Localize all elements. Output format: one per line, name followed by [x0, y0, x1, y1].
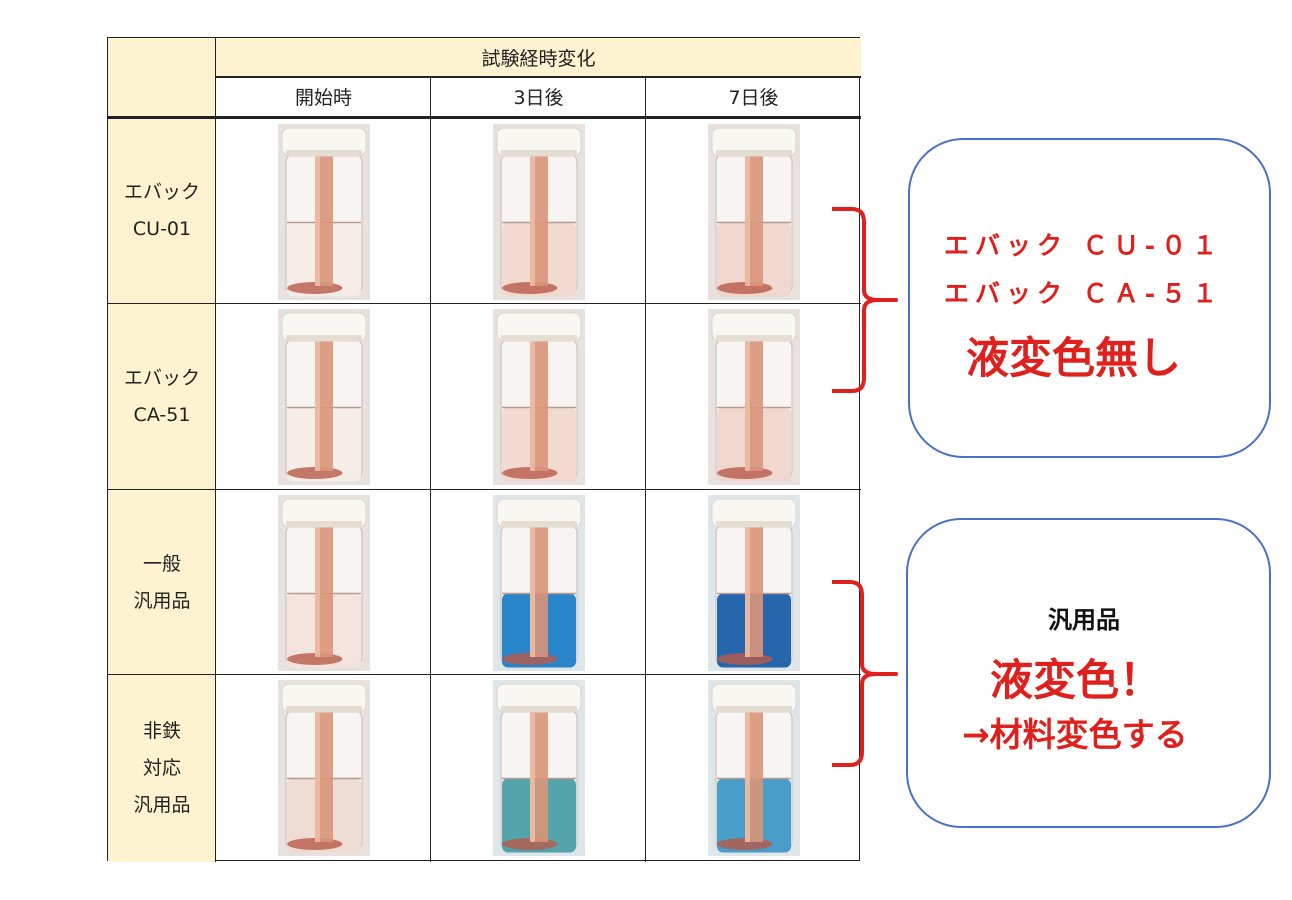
jar-photo-r3-day3 — [492, 494, 585, 671]
row-label-nonferrous: 非鉄 対応 汎用品 — [108, 675, 216, 862]
jar-photo-r1-day3 — [492, 123, 585, 300]
jar-photo-r2-start — [277, 308, 370, 485]
column-header-day3: 3日後 — [513, 87, 564, 109]
row-label-general: 一般 汎用品 — [108, 490, 216, 675]
jar-photo-r4-day3 — [492, 679, 585, 856]
callout-top-line2: エバック ＣＡ-５１ — [944, 279, 1224, 308]
row-label-ca51: エバック CA-51 — [108, 304, 216, 490]
callout-discoloration: 汎用品 液変色！ →材料変色する — [906, 518, 1271, 828]
jar-photo-r3-day7 — [707, 494, 800, 671]
header-group-cell — [216, 38, 861, 76]
comparison-table: 試験経時変化 開始時 3日後 7日後 エバック CU-01 エバック CA-51… — [107, 37, 861, 862]
jar-photo-r2-day7 — [707, 308, 800, 485]
jar-photo-r4-day7 — [707, 679, 800, 856]
jar-photo-r2-day3 — [492, 308, 585, 485]
callout-bottom-line3: →材料変色する — [962, 715, 1188, 754]
brace-top — [832, 207, 898, 393]
callout-bottom-line1: 汎用品 — [1048, 605, 1120, 634]
corner-cell — [108, 38, 216, 118]
jar-photo-r1-start — [277, 123, 370, 300]
jar-photo-r1-day7 — [707, 123, 800, 300]
callout-bottom-headline: 液変色！ — [990, 656, 1162, 706]
jar-photo-r4-start — [277, 679, 370, 856]
callout-top-line1: エバック ＣＵ-０１ — [944, 231, 1224, 260]
brace-bottom — [832, 580, 898, 767]
jar-photo-r3-start — [277, 494, 370, 671]
header-group-title: 試験経時変化 — [481, 47, 596, 70]
callout-top-headline: 液変色無し — [966, 334, 1181, 384]
column-header-day7: 7日後 — [728, 87, 779, 109]
callout-no-discoloration: エバック ＣＵ-０１ エバック ＣＡ-５１ 液変色無し — [908, 138, 1271, 458]
column-header-start: 開始時 — [294, 87, 352, 109]
row-label-cu01: エバック CU-01 — [108, 118, 216, 304]
